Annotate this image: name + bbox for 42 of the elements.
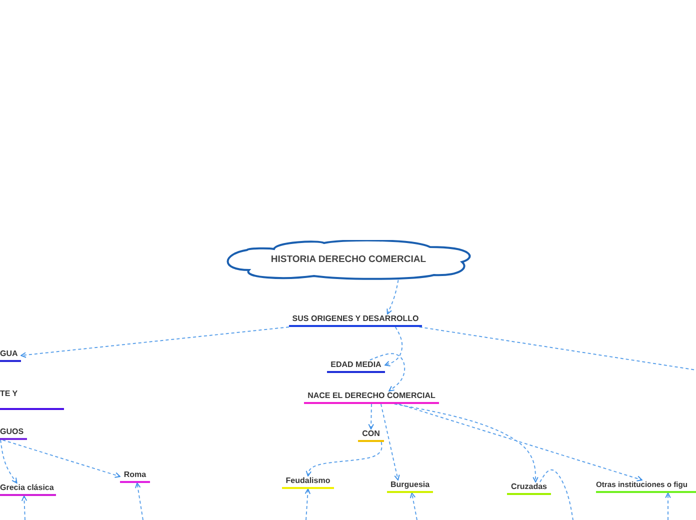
topic-underline xyxy=(0,389,64,410)
topic-underline xyxy=(120,470,150,483)
topic-underline xyxy=(507,482,551,495)
connector-arrow xyxy=(386,280,399,314)
topic-text: HISTORIA DERECHO COMERCIAL xyxy=(270,255,426,265)
topic-text: Grecia clásica xyxy=(0,483,54,492)
connector-arrow xyxy=(368,404,374,430)
connector-arrow xyxy=(384,326,403,366)
connector-arrow xyxy=(394,404,538,482)
topic-underline xyxy=(358,429,384,442)
topic-underline xyxy=(289,314,422,327)
topic-underline xyxy=(387,480,433,493)
topic-text: NACE EL DERECHO COMERCIAL xyxy=(308,391,436,400)
topic-text: Feudalismo xyxy=(286,476,330,485)
connector-arrow xyxy=(135,482,144,520)
connector-arrow xyxy=(21,496,28,520)
topic-underline xyxy=(0,427,27,440)
connector-arrow xyxy=(410,492,418,520)
connector-arrow xyxy=(306,442,382,476)
topic-text: Cruzadas xyxy=(510,482,547,491)
topic-underline xyxy=(0,483,56,496)
topic-underline xyxy=(596,480,696,493)
topic-text: CON xyxy=(362,429,380,438)
topic-text: SUS ORIGENES Y DESARROLLO xyxy=(292,314,419,323)
connector-arrow xyxy=(0,440,18,484)
connector-arrow xyxy=(304,488,311,520)
topic-underline xyxy=(327,360,385,373)
connector-arrow xyxy=(398,404,642,482)
topic-underline xyxy=(282,476,334,489)
topic-text: TE Y xyxy=(0,389,18,398)
topic-underline xyxy=(304,391,439,404)
connector-arrow xyxy=(665,492,671,520)
connector-arrow xyxy=(2,440,120,478)
topic-text: Roma xyxy=(124,470,146,479)
topic-text: GUOS xyxy=(0,427,24,436)
topic-text: GUA xyxy=(0,349,18,358)
topic-text: Burguesia xyxy=(390,480,430,489)
topic-underline xyxy=(0,349,21,362)
connector-arrow xyxy=(380,404,400,480)
connector-arrow xyxy=(369,353,406,392)
connector-arrow xyxy=(20,326,290,358)
topic-text: EDAD MEDIA xyxy=(330,360,382,369)
